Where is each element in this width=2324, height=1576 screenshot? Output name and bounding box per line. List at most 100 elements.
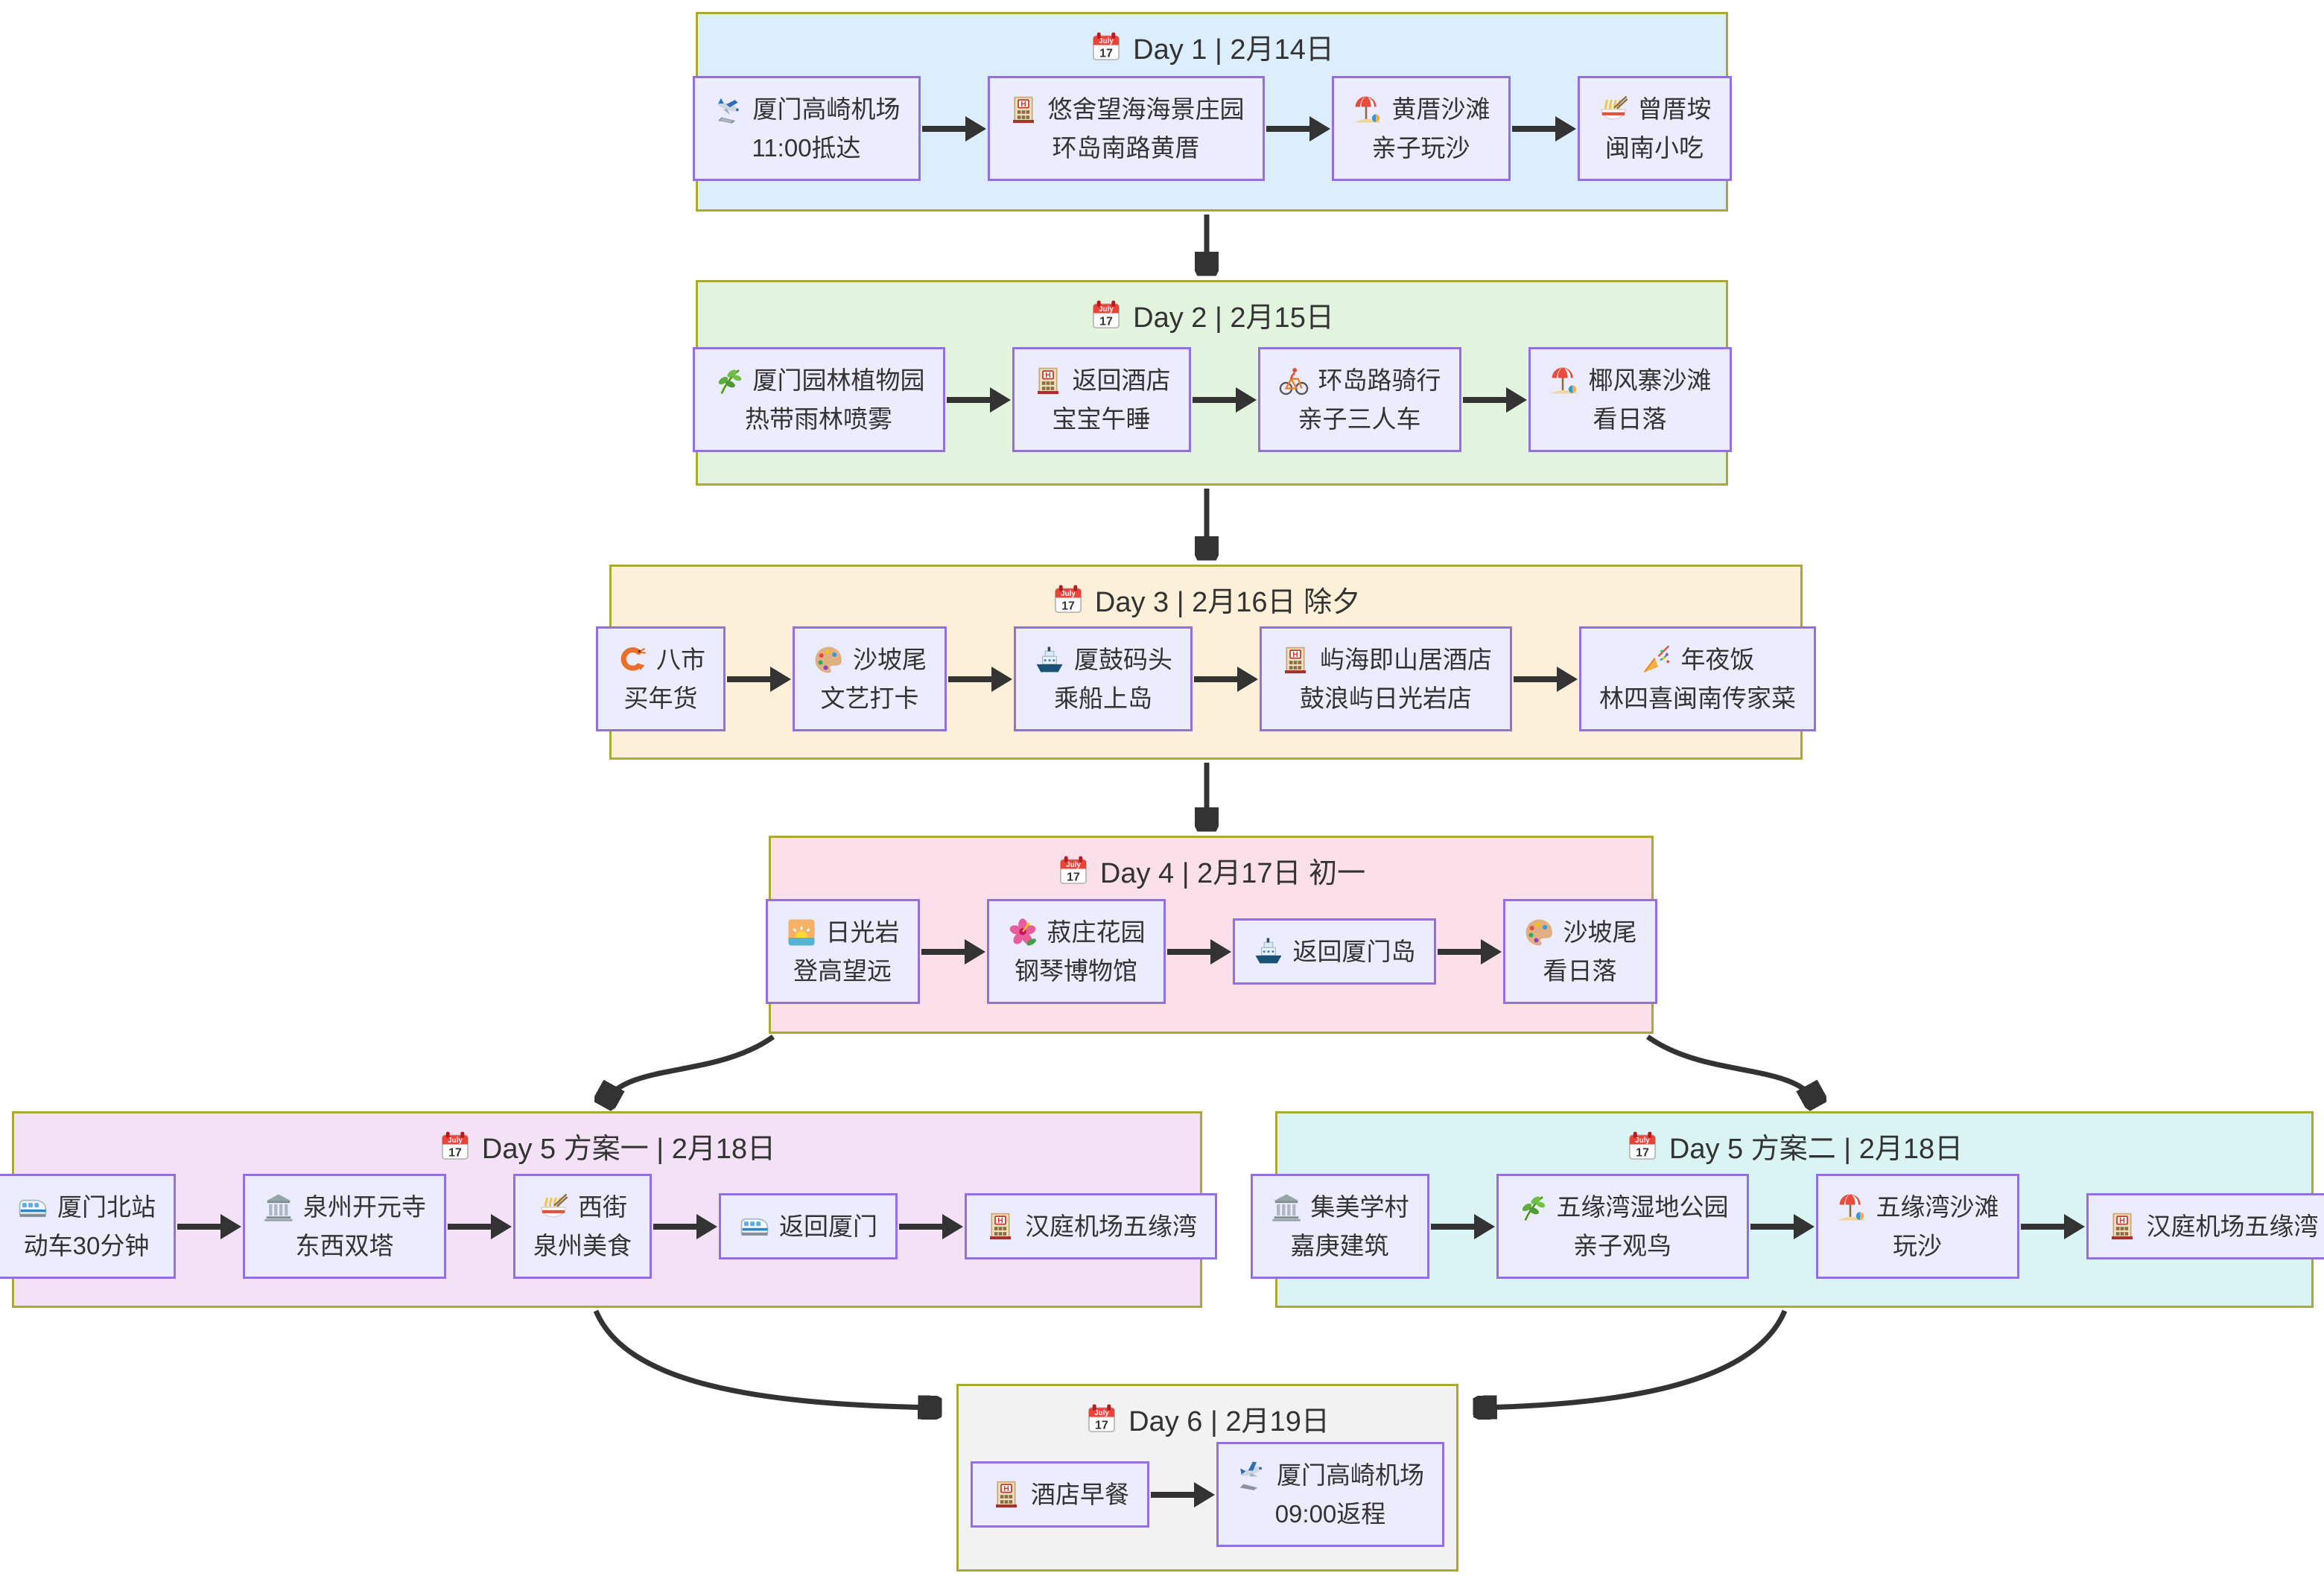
edge-day4-to-day5a bbox=[605, 1035, 775, 1102]
day5-plan2-title-text: Day 5 方案二 | 2月18日 bbox=[1669, 1134, 1963, 1165]
beach-umbrella-icon bbox=[1549, 365, 1580, 396]
node-line2: 环岛南路黄厝 bbox=[1052, 133, 1200, 162]
noodles-icon bbox=[538, 1192, 569, 1223]
node-bashi-market: 八市 买年货 bbox=[596, 626, 726, 731]
day2-title: Day 2 | 2月15日 bbox=[698, 294, 1726, 335]
calendar-icon bbox=[1052, 583, 1085, 616]
edge-day4-to-day5b bbox=[1645, 1035, 1816, 1102]
node-huangcuo-beach: 黄厝沙滩 亲子玩沙 bbox=[1331, 76, 1511, 181]
day5-plan2-title: Day 5 方案二 | 2月18日 bbox=[1277, 1125, 2311, 1166]
node-hanting-airport-hotel-2: 汉庭机场五缘湾 bbox=[2086, 1192, 2324, 1260]
node-line2: 看日落 bbox=[1543, 956, 1617, 985]
ship-icon bbox=[1253, 935, 1284, 967]
herb-icon bbox=[713, 365, 744, 396]
calendar-icon bbox=[1090, 31, 1123, 63]
ship-icon bbox=[1034, 644, 1065, 676]
node-line1: 椰风寨沙滩 bbox=[1588, 366, 1712, 395]
node-line1: 集美学村 bbox=[1310, 1193, 1409, 1221]
node-west-street-food: 西街 泉州美食 bbox=[513, 1174, 652, 1279]
node-line2: 宝宝午睡 bbox=[1052, 404, 1151, 433]
node-line2: 热带雨林喷雾 bbox=[745, 404, 892, 433]
node-wuyuanwan-beach: 五缘湾沙滩 玩沙 bbox=[1815, 1174, 2019, 1279]
day1-title: Day 1 | 2月14日 bbox=[698, 26, 1726, 67]
node-line2: 11:00抵达 bbox=[752, 133, 861, 162]
node-line1: 年夜饭 bbox=[1680, 646, 1755, 674]
node-line2: 钢琴博物馆 bbox=[1015, 956, 1137, 985]
node-line1: 沙坡尾 bbox=[1563, 918, 1637, 947]
day4-title: Day 4 | 2月17日 初一 bbox=[771, 850, 1651, 891]
day2-title-text: Day 2 | 2月15日 bbox=[1133, 302, 1334, 334]
day3-nodes: 八市 买年货 沙坡尾 文艺打卡 厦鼓码头 乘船上岛 屿海即山居酒店 鼓浪屿日光岩… bbox=[596, 620, 1816, 757]
day1-nodes: 厦门高崎机场 11:00抵达 悠舍望海海景庄园 环岛南路黄厝 黄厝沙滩 亲子玩沙… bbox=[692, 67, 1732, 209]
arrow-right-icon bbox=[448, 1213, 512, 1240]
arrow-right-icon bbox=[1194, 666, 1258, 693]
node-line1: 五缘湾沙滩 bbox=[1876, 1193, 1999, 1221]
node-line1: 酒店早餐 bbox=[1031, 1480, 1129, 1508]
node-line2: 亲子玩沙 bbox=[1371, 133, 1470, 162]
node-line1: 沙坡尾 bbox=[853, 646, 927, 674]
arrow-right-icon bbox=[2020, 1213, 2085, 1240]
day6-title: Day 6 | 2月19日 bbox=[959, 1398, 1456, 1439]
node-kaiyuan-temple: 泉州开元寺 东西双塔 bbox=[243, 1174, 446, 1279]
node-return-xiamen: 返回厦门 bbox=[719, 1192, 898, 1260]
arrow-right-icon bbox=[921, 938, 985, 965]
hotel-icon bbox=[991, 1478, 1022, 1510]
node-botanical-garden: 厦门园林植物园 热带雨林喷雾 bbox=[692, 347, 945, 452]
train-icon bbox=[17, 1192, 48, 1223]
node-line1: 五缘湾湿地公园 bbox=[1556, 1193, 1729, 1221]
herb-icon bbox=[1517, 1192, 1548, 1223]
node-new-year-eve-dinner: 年夜饭 林四喜闽南传家菜 bbox=[1579, 626, 1816, 731]
calendar-icon bbox=[1626, 1130, 1659, 1163]
node-line2: 林四喜闽南传家菜 bbox=[1599, 684, 1796, 712]
arrow-right-icon bbox=[1430, 1213, 1495, 1240]
node-line1: 返回厦门 bbox=[779, 1212, 877, 1240]
day4-title-text: Day 4 | 2月17日 初一 bbox=[1099, 858, 1366, 889]
calendar-icon bbox=[1057, 854, 1090, 887]
node-line2: 买年货 bbox=[623, 684, 698, 712]
palette-icon bbox=[813, 644, 844, 676]
node-line1: 西街 bbox=[578, 1193, 627, 1221]
arrow-right-icon bbox=[1192, 387, 1257, 413]
node-line2: 动车30分钟 bbox=[23, 1231, 150, 1259]
node-line1: 厦门高崎机场 bbox=[752, 95, 901, 124]
node-line1: 厦门园林植物园 bbox=[752, 366, 925, 395]
day5-plan2-nodes: 集美学村 嘉庚建筑 五缘湾湿地公园 亲子观鸟 五缘湾沙滩 玩沙 汉庭机场五缘湾 bbox=[1250, 1166, 2324, 1306]
node-line1: 悠舍望海海景庄园 bbox=[1047, 95, 1245, 124]
beach-umbrella-icon bbox=[1836, 1192, 1867, 1223]
calendar-icon bbox=[1090, 299, 1123, 331]
node-line1: 环岛路骑行 bbox=[1318, 366, 1441, 395]
node-line1: 曾厝垵 bbox=[1637, 95, 1712, 124]
arrow-right-icon bbox=[1437, 938, 1502, 965]
node-line1: 黄厝沙滩 bbox=[1391, 95, 1490, 124]
hotel-icon bbox=[985, 1210, 1016, 1242]
sunrise-icon bbox=[786, 917, 817, 948]
arrow-right-icon bbox=[1514, 666, 1578, 693]
day5-plan2-cluster: Day 5 方案二 | 2月18日 集美学村 嘉庚建筑 五缘湾湿地公园 亲子观鸟… bbox=[1250, 1111, 2324, 1308]
node-sunlight-rock: 日光岩 登高望远 bbox=[765, 899, 920, 1004]
arrow-right-icon bbox=[1151, 1481, 1215, 1508]
node-line2: 鼓浪屿日光岩店 bbox=[1300, 684, 1472, 712]
arrow-right-icon bbox=[1750, 1213, 1815, 1240]
node-line2: 登高望远 bbox=[793, 956, 892, 985]
node-gaoqi-airport-return: 厦门高崎机场 09:00返程 bbox=[1216, 1442, 1444, 1547]
node-line2: 亲子观鸟 bbox=[1573, 1231, 1671, 1259]
node-island-road-cycling: 环岛路骑行 亲子三人车 bbox=[1257, 347, 1461, 452]
arrow-right-icon bbox=[177, 1213, 241, 1240]
day3-title-text: Day 3 | 2月16日 除夕 bbox=[1094, 587, 1361, 618]
node-line1: 汉庭机场五缘湾 bbox=[2146, 1212, 2319, 1240]
hotel-icon bbox=[1032, 365, 1064, 396]
node-return-xiamen-island: 返回厦门岛 bbox=[1232, 918, 1436, 985]
day3-title: Day 3 | 2月16日 除夕 bbox=[612, 579, 1800, 620]
node-line1: 厦鼓码头 bbox=[1074, 646, 1172, 674]
edge-day5a-to-day6 bbox=[593, 1309, 937, 1408]
calendar-icon bbox=[1085, 1402, 1118, 1435]
day6-nodes: 酒店早餐 厦门高崎机场 09:00返程 bbox=[959, 1439, 1456, 1569]
node-line1: 泉州开元寺 bbox=[303, 1193, 426, 1221]
node-yuhai-mountain-hotel: 屿海即山居酒店 鼓浪屿日光岩店 bbox=[1260, 626, 1512, 731]
node-line1: 返回酒店 bbox=[1072, 366, 1171, 395]
museum-icon bbox=[1271, 1192, 1302, 1223]
node-shuzhuang-garden: 菽庄花园 钢琴博物馆 bbox=[986, 899, 1166, 1004]
hibiscus-icon bbox=[1007, 917, 1038, 948]
